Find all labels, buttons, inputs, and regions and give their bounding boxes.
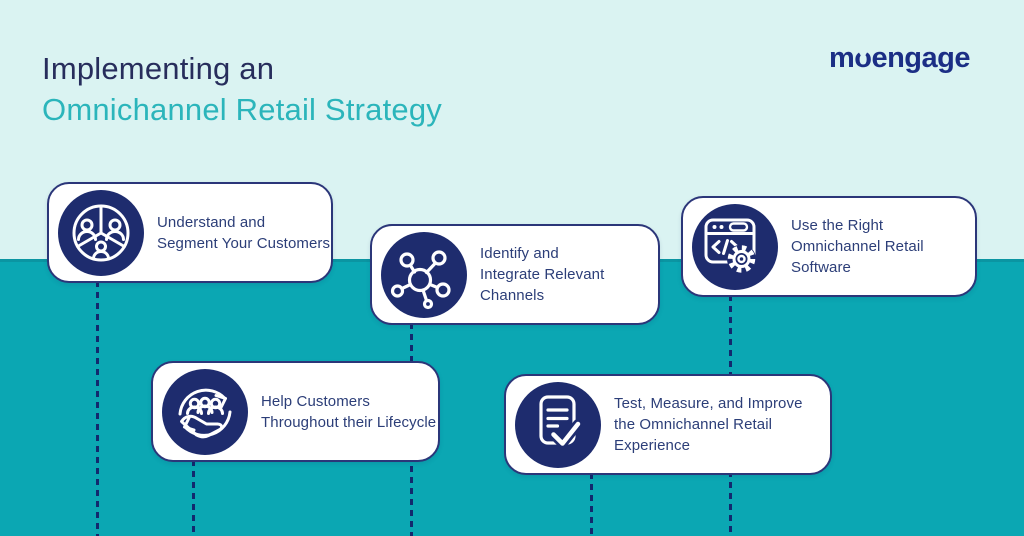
step-label: Help Customers Throughout their Lifecycl… [261,391,436,433]
step-label: Identify and Integrate Relevant Channels [480,243,658,306]
connector-line-card1 [96,281,99,536]
connector-line-card5 [590,473,593,536]
step-label-line2: Integrate Relevant Channels [480,266,605,304]
software-code-gear-icon [692,203,778,290]
logo-letter-m: m [828,42,855,74]
network-channels-icon [381,231,467,318]
step-label-line1: Help Customers [261,392,370,410]
step-label-line2: Segment Your Customers [157,234,331,252]
logo-letters-rest: engage [871,42,970,74]
step-label-line1: Test, Measure, and Improve [614,395,803,412]
step-label: Test, Measure, and Improve the Omnichann… [614,393,830,456]
moengage-logo: moengage [828,42,971,75]
page-title-line2: Omnichannel Retail Strategy [42,92,442,127]
step-card-integrate-channels: Identify and Integrate Relevant Channels [370,224,660,325]
checklist-document-icon [515,381,601,468]
step-label-line1: Identify and [480,245,559,262]
step-label-line1: Understand and [157,213,266,231]
page-title: Implementing an Omnichannel Retail Strat… [42,48,442,130]
logo-letter-o-notched: o [854,42,872,74]
step-card-retail-software: Use the Right Omnichannel Retail Softwar… [681,196,977,297]
lifecycle-hand-icon [162,368,248,455]
step-card-customer-lifecycle: Help Customers Throughout their Lifecycl… [151,361,440,462]
segmented-customers-icon [58,189,144,276]
step-label-line2: Throughout their Lifecycle [261,413,437,431]
step-label-line1: Use the Right [791,217,884,234]
step-card-test-measure-improve: Test, Measure, and Improve the Omnichann… [504,374,832,475]
step-label-line2: Omnichannel Retail Software [791,238,924,276]
step-label: Understand and Segment Your Customers [157,212,330,254]
connector-line-card4 [192,460,195,536]
step-label: Use the Right Omnichannel Retail Softwar… [791,215,975,278]
step-label-line2: the Omnichannel Retail Experience [614,416,773,454]
step-card-segment-customers: Understand and Segment Your Customers [47,182,333,283]
page-title-line1: Implementing an [42,51,275,86]
